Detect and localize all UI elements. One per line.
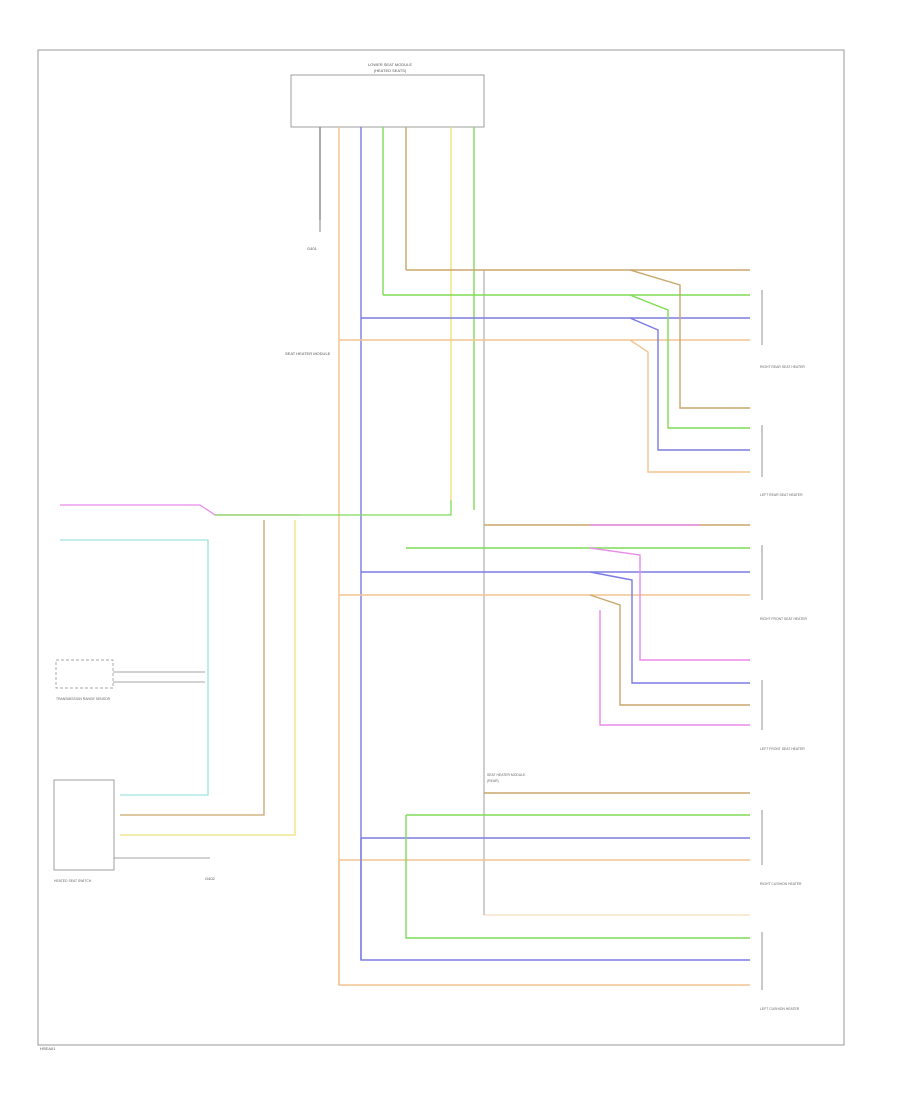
- module-title-2: (HEATED SEATS): [374, 68, 407, 73]
- front-seat-wiring: [339, 524, 750, 726]
- right-rear-heater-label: RIGHT REAR SEAT HEATER: [760, 365, 805, 369]
- left-rear-heater-label: LEFT REAR SEAT HEATER: [760, 493, 803, 497]
- left-signal-wires: [60, 500, 452, 836]
- page-code: HSEA01: [40, 1046, 56, 1051]
- left-cushion-label: LEFT CUSHION HEATER: [760, 1007, 800, 1011]
- right-cushion-label: RIGHT CUSHION HEATER: [760, 882, 802, 886]
- transmission-range-sensor: TRANSMISSION RANGE SENSOR: [55, 659, 205, 701]
- ground-label-2: G402: [205, 876, 216, 881]
- driver-seat-module-label: SEAT HEATER MODULE: [285, 351, 331, 356]
- right-front-heater-label: RIGHT FRONT SEAT HEATER: [760, 617, 808, 621]
- rear-seat-module-label-2: (REAR): [487, 779, 499, 783]
- module-wires: [319, 127, 485, 985]
- seat-module-box: LOWER SEAT MODULE (HEATED SEATS): [290, 62, 485, 128]
- cushion-wiring: [338, 792, 750, 986]
- rear-seat-wiring-upper: [339, 269, 750, 473]
- heated-seat-switch: HEATED SEAT SWITCH G402: [53, 779, 216, 883]
- trans-range-label: TRANSMISSION RANGE SENSOR: [56, 697, 111, 701]
- left-front-heater-label: LEFT FRONT SEAT HEATER: [760, 747, 805, 751]
- diagram-frame: [37, 49, 845, 1046]
- rear-seat-module-label: SEAT HEATER MODULE: [487, 773, 526, 777]
- heated-seat-switch-label: HEATED SEAT SWITCH: [54, 879, 92, 883]
- ground-symbol-1: G401: [307, 220, 321, 251]
- ground-label-1: G401: [307, 246, 318, 251]
- module-title-1: LOWER SEAT MODULE: [368, 62, 412, 67]
